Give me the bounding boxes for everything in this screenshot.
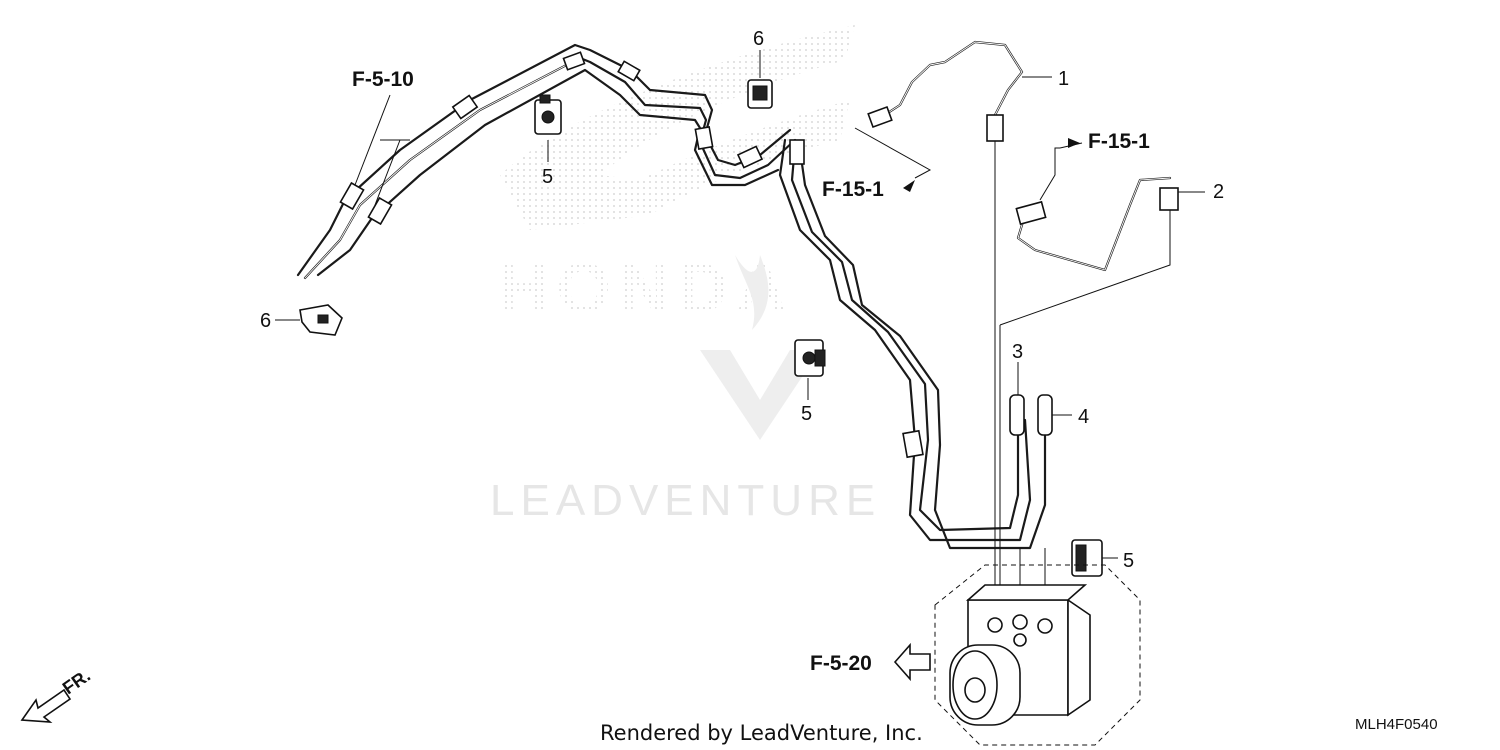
- pipe-grommet-left-c: [617, 60, 641, 82]
- brake-pipe-2: [999, 147, 1205, 326]
- leadventure-logo-watermark: LEADVENTURE: [490, 255, 881, 525]
- footer-credit: Rendered by LeadVenture, Inc.: [600, 721, 923, 745]
- pipe-grommet-left-b: [562, 51, 586, 71]
- callout-5-lower: 5: [1123, 550, 1134, 572]
- front-direction-indicator: FR.: [20, 665, 94, 723]
- clip-5-lower: [1071, 539, 1103, 577]
- direction-arrow-icon: [20, 688, 72, 723]
- cross-references: F-5-10 F-15-1 F-15-1 F-5-20: [352, 68, 1150, 682]
- honda-wing-watermark: HONDA: [498, 25, 855, 327]
- callout-5-upper: 5: [542, 166, 553, 188]
- ref-f-5-10: F-5-10: [352, 68, 414, 91]
- callout-6-upper: 6: [753, 28, 764, 50]
- ref-f-5-20: F-5-20: [810, 652, 872, 675]
- pipe-grommet-left-e: [736, 145, 764, 169]
- callout-3: 3: [1012, 341, 1023, 363]
- callout-1: 1: [1058, 68, 1069, 90]
- pipe-grommet-left-d: [694, 126, 714, 150]
- flare-nut-left-a: [339, 181, 365, 211]
- diagram-code: MLH4F0540: [1355, 716, 1438, 733]
- pipe-1-flare-nut-b: [986, 114, 1004, 142]
- callout-2: 2: [1213, 181, 1224, 203]
- joint-nut-3: [1009, 394, 1025, 436]
- joint-nut-4: [1037, 394, 1053, 436]
- abs-modulator: [934, 564, 1141, 746]
- pipe-grommet-left-a: [451, 94, 479, 120]
- callout-labels: 1 2 3 4 5 5 5 6 6: [260, 28, 1224, 572]
- callout-4: 4: [1078, 406, 1089, 428]
- pipe-2-flare-nut-b: [1159, 187, 1179, 211]
- rear-brake-pipe-center: [778, 138, 1053, 600]
- front-brake-pipe-left: [296, 43, 797, 280]
- pipe-1-flare-nut-a: [867, 105, 893, 129]
- pipe-2-flare-nut-a: [1015, 200, 1047, 226]
- clip-5-upper: [534, 94, 562, 135]
- leadventure-text-watermark: LEADVENTURE: [490, 476, 881, 525]
- brake-pipe-1: [854, 40, 1052, 179]
- ref-f-15-1-upper: F-15-1: [1088, 130, 1150, 153]
- flare-nut-left-b: [367, 196, 393, 226]
- ref-f-15-1-lower: F-15-1: [822, 178, 884, 201]
- pipe-grommet-center-b: [902, 429, 924, 459]
- clip-5-middle: [794, 339, 826, 377]
- callout-6-left: 6: [260, 310, 271, 332]
- damper-6-upper: [747, 79, 773, 109]
- damper-6-left: [299, 304, 343, 336]
- pipe-grommet-center-a: [789, 139, 805, 165]
- arrow-left-icon: [893, 642, 931, 682]
- callout-5-middle: 5: [801, 403, 812, 425]
